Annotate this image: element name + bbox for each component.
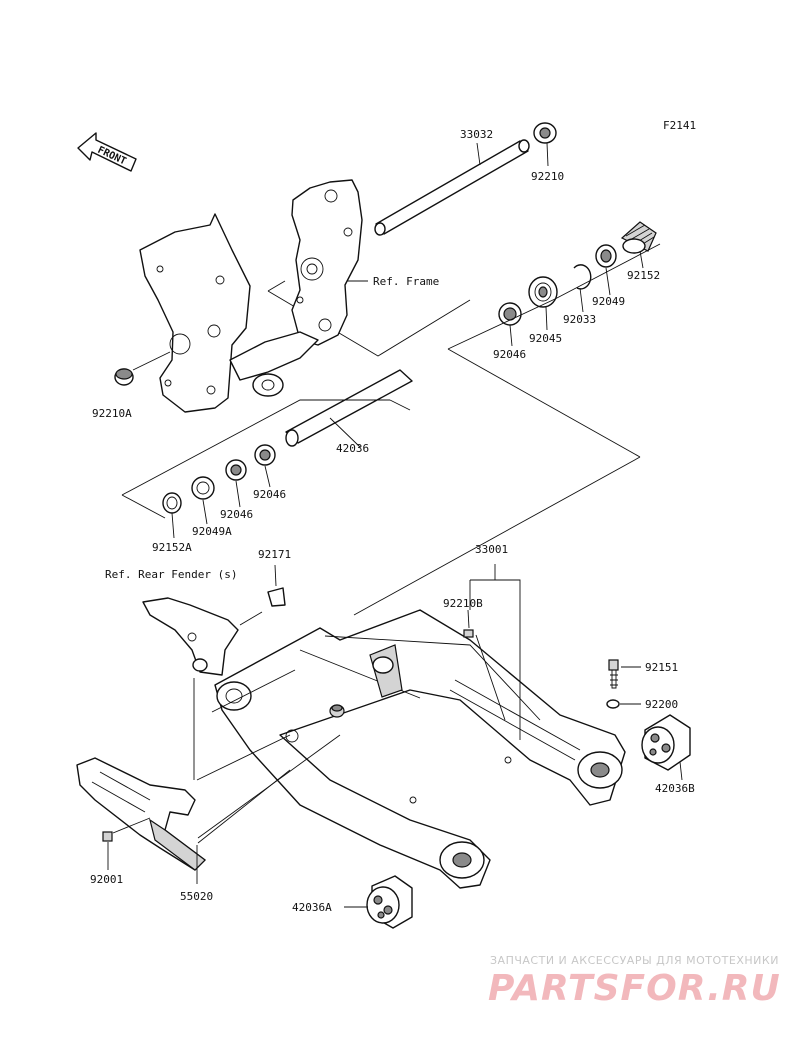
label-92049A: 92049A <box>192 525 232 538</box>
pivot-leader <box>211 669 296 713</box>
frame-crossmember <box>229 331 319 381</box>
swingarm-cap <box>329 704 345 718</box>
part-42036B <box>641 714 691 781</box>
label-33001: 33001 <box>475 543 508 556</box>
lower-group-bracket <box>121 399 390 496</box>
rear-fender-ref-part <box>142 597 263 676</box>
label-42036: 42036 <box>336 442 369 455</box>
part-92033 <box>573 264 592 313</box>
label-33032: 33032 <box>460 128 493 141</box>
label-92151: 92151 <box>645 661 678 674</box>
label-92210A: 92210A <box>92 407 132 420</box>
label-92210B: 92210B <box>443 597 483 610</box>
part-42036 <box>285 369 413 448</box>
label-42036A: 42036A <box>292 901 332 914</box>
label-92033: 92033 <box>563 313 596 326</box>
frame-left-plate <box>139 213 251 413</box>
label-92049: 92049 <box>592 295 625 308</box>
label-92046-mid: 92046 <box>253 488 286 501</box>
part-33001-swingarm <box>214 609 626 889</box>
part-92152 <box>620 221 657 269</box>
part-92210A <box>114 351 171 386</box>
part-92171 <box>267 564 286 607</box>
label-92152A: 92152A <box>152 541 192 554</box>
part-92049 <box>595 244 617 296</box>
watermark-tagline: ЗАПЧАСТИ И АКСЕССУАРЫ ДЛЯ МОТОТЕХНИКИ <box>490 954 779 967</box>
part-92200 <box>606 699 641 709</box>
part-33032 <box>374 139 530 236</box>
part-92210 <box>533 122 557 167</box>
part-92210B <box>463 609 506 721</box>
label-42036B: 42036B <box>655 782 695 795</box>
frame-right-plate <box>291 179 363 346</box>
part-92151 <box>608 659 641 689</box>
part-55020-chain-guard <box>76 678 341 884</box>
top-group-bracket <box>447 243 661 350</box>
front-arrow-icon: FRONT <box>77 132 137 172</box>
watermark-brand: PARTSFOR.RU <box>488 968 781 1009</box>
part-92049A <box>191 476 215 525</box>
part-92046-low <box>225 459 247 508</box>
part-92001 <box>102 817 151 870</box>
label-92210: 92210 <box>531 170 564 183</box>
ref-rear-fender-label: Ref. Rear Fender (s) <box>105 568 237 581</box>
label-92001: 92001 <box>90 873 123 886</box>
label-92171: 92171 <box>258 548 291 561</box>
p33001-bracket <box>470 579 521 740</box>
ref-frame-label: Ref. Frame <box>373 275 439 288</box>
label-92152: 92152 <box>627 269 660 282</box>
label-55020: 55020 <box>180 890 213 903</box>
part-42036A <box>344 875 413 929</box>
part-92152A <box>162 492 182 539</box>
part-92046-top <box>498 302 522 347</box>
frame-lower-lug <box>252 373 284 397</box>
label-92200: 92200 <box>645 698 678 711</box>
label-92046-low: 92046 <box>220 508 253 521</box>
part-92046-mid <box>254 444 276 488</box>
part-92045 <box>528 276 558 331</box>
figure-code: F2141 <box>663 119 696 132</box>
label-92046-top: 92046 <box>493 348 526 361</box>
label-92045: 92045 <box>529 332 562 345</box>
